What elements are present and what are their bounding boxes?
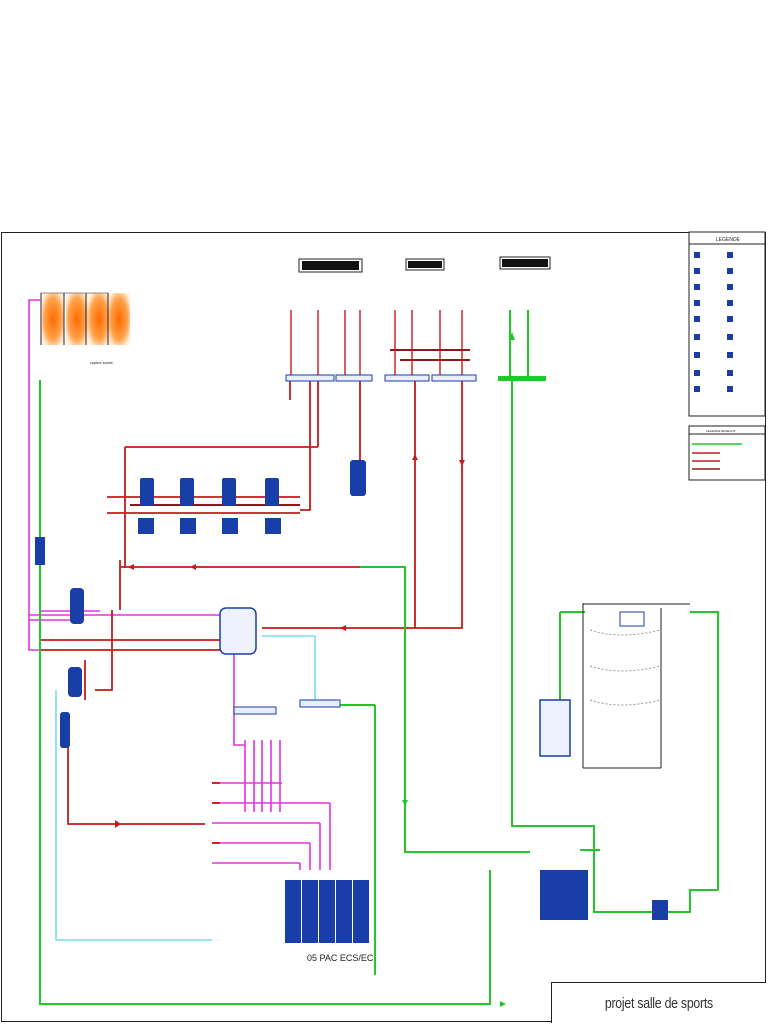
storage-column <box>582 603 690 769</box>
heat-pump-units <box>285 880 369 943</box>
zone-risers <box>290 310 463 375</box>
network-legend-title: LEGENDE RESEAUX <box>706 429 736 433</box>
solar-loop-pipes <box>28 299 331 870</box>
title-block: projet salle de sports <box>551 982 766 1023</box>
equipment-symbols <box>35 460 668 920</box>
flow-arrows <box>115 454 465 828</box>
solar-panel <box>66 293 88 345</box>
solar-panel <box>108 293 130 345</box>
network-legend-box <box>688 425 766 481</box>
drawing-frame <box>1 232 766 1022</box>
project-title: projet salle de sports <box>604 994 714 1012</box>
cold-water-pipes <box>39 310 719 1005</box>
pac-label: 05 PAC ECS/EC <box>307 953 374 963</box>
collectors <box>233 374 477 715</box>
zone-headers <box>298 256 551 273</box>
cold-header-bar <box>498 376 546 381</box>
solar-panel <box>88 293 110 345</box>
solar-panel <box>42 293 64 345</box>
solar-label: capteur solaire <box>90 361 113 365</box>
legend-title: LEGENDE <box>716 237 741 243</box>
cold-arrows <box>402 332 515 1007</box>
solar-collector-array <box>40 292 130 345</box>
legend-box <box>688 231 766 417</box>
